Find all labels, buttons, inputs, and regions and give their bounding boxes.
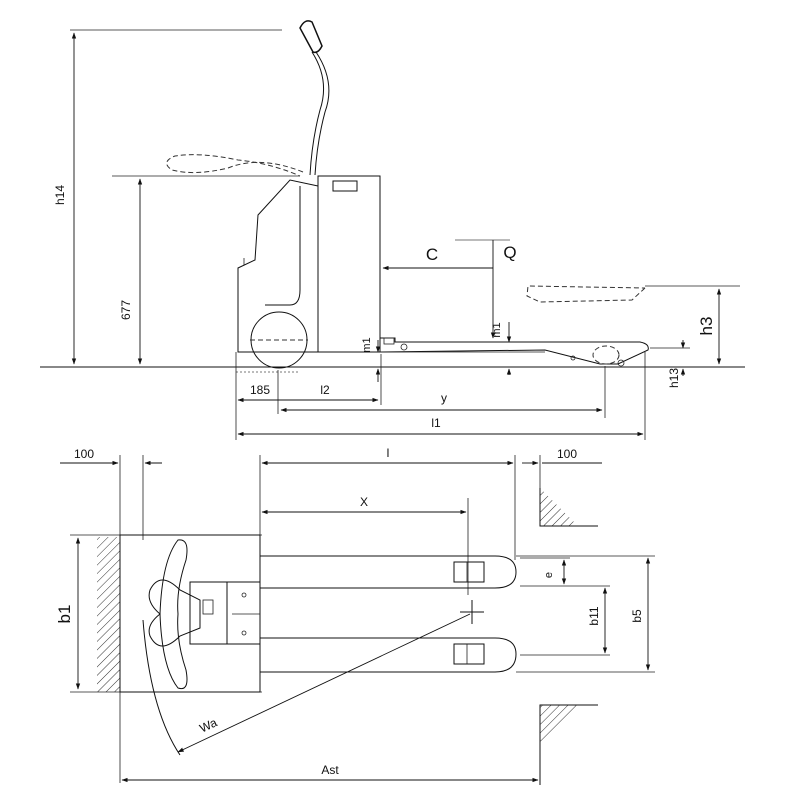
b1-label: b1 <box>55 605 74 624</box>
d185-label: 185 <box>250 383 270 397</box>
m1-label-rear: m1 <box>361 337 373 352</box>
d100-right-label: 100 <box>557 447 577 461</box>
turning-arc <box>142 619 181 756</box>
wa-label: Wa <box>197 715 219 735</box>
fork-pin <box>570 355 576 361</box>
fork-raised-outline <box>526 285 646 303</box>
l2-label: l2 <box>320 383 330 397</box>
top-view: 100 l 100 X b1 <box>55 446 655 785</box>
tiller-lowered-outline <box>166 154 304 177</box>
x-label: X <box>360 495 368 509</box>
battery-marker-bottom <box>241 630 247 636</box>
display-panel <box>332 180 358 192</box>
tiller-arm-back <box>314 51 330 176</box>
fork-bracket <box>383 337 395 345</box>
aisle-corner-top <box>539 488 598 527</box>
battery-cabinet <box>317 175 381 353</box>
steering-knob-top <box>202 599 214 615</box>
b11-label: b11 <box>587 606 601 625</box>
d100-left-label: 100 <box>74 447 94 461</box>
load-roller <box>592 345 620 365</box>
d677-label: 677 <box>119 300 133 320</box>
fork-left-top <box>260 555 517 589</box>
fork-side <box>379 337 649 365</box>
l-label: l <box>387 446 390 460</box>
steering-box-top <box>189 581 228 645</box>
load-roller-right-top <box>453 643 485 665</box>
tiller-handle-top <box>148 579 201 647</box>
load-roller-left-top <box>453 561 485 583</box>
y-label: y <box>441 391 447 405</box>
h14-label: h14 <box>53 185 67 205</box>
aisle-corner-top-hatch <box>540 488 578 526</box>
b5-label: b5 <box>630 609 644 623</box>
tiller-grip <box>299 20 323 54</box>
tiller-head-top <box>159 539 188 690</box>
drive-cover-inner-line <box>265 186 301 306</box>
roller-marker <box>617 359 625 367</box>
l1-label: l1 <box>431 416 441 430</box>
aisle-corner-bottom-hatch <box>540 705 578 744</box>
wall-hatch <box>97 537 120 692</box>
ast-label: Ast <box>321 763 339 777</box>
c-label: C <box>426 245 438 264</box>
fork-right-top <box>260 637 517 673</box>
battery-marker-top <box>241 592 247 598</box>
h3-label: h3 <box>697 317 716 336</box>
wa-radius-line <box>177 613 471 753</box>
e-label: e <box>543 572 555 578</box>
aisle-corner-bottom <box>539 704 598 785</box>
h13-label: h13 <box>667 368 681 388</box>
tiller-arm-front <box>309 51 325 176</box>
battery-box-top <box>226 581 261 645</box>
drive-cover <box>237 179 319 353</box>
q-label: Q <box>503 243 516 262</box>
fork-pivot <box>400 343 408 351</box>
side-view: h14 677 h3 <box>40 20 745 440</box>
